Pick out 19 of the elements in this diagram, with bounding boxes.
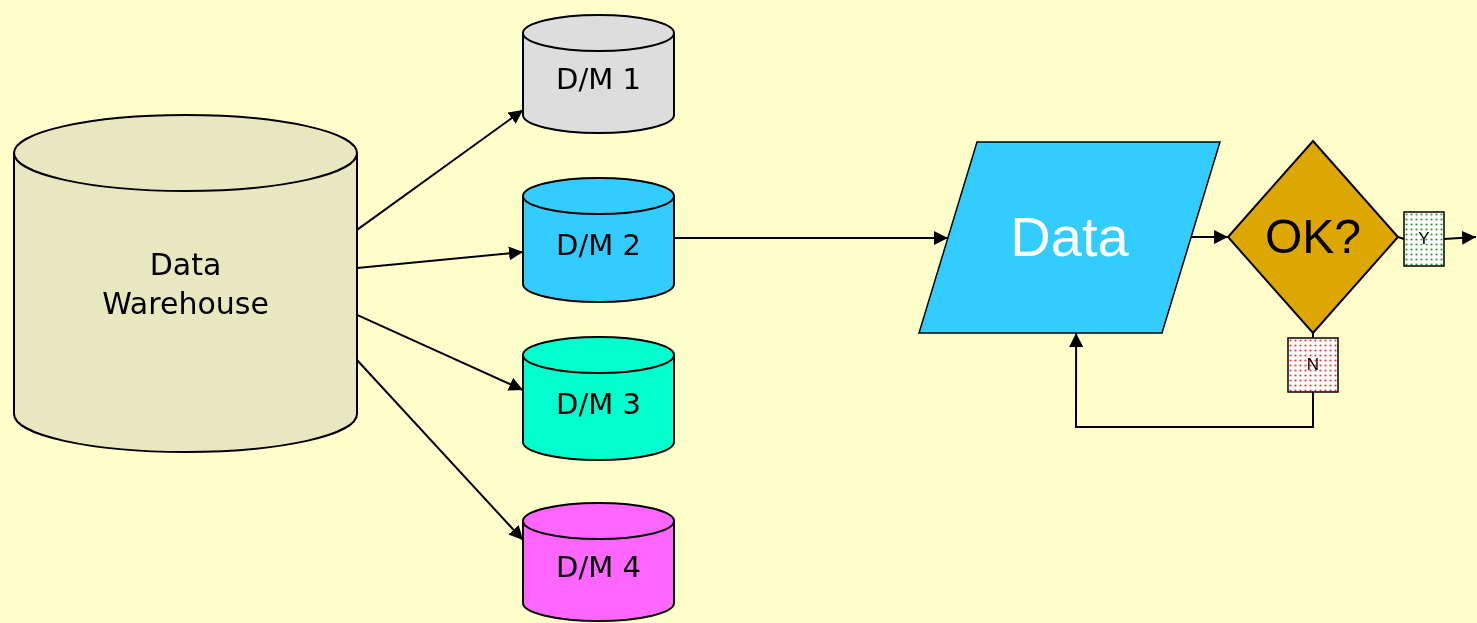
node-label: Y [1418,227,1430,250]
node-label: OK? [1264,208,1361,265]
node-label: D/M 1 [556,61,641,99]
node-label: D/M 2 [556,227,641,265]
node-label: Data [1010,204,1129,271]
database-cylinder [523,503,674,621]
node-label: D/M 4 [556,549,641,587]
decision-diamond [1228,141,1398,333]
node-label: D/M 3 [556,385,641,423]
node-label: N [1306,353,1320,376]
node-label: Data Warehouse [101,245,270,323]
database-cylinder [523,15,674,133]
database-cylinder [523,178,674,302]
arrow [1069,332,1314,428]
branch-label-box [1404,212,1444,266]
branch-label-box [1288,338,1338,392]
database-cylinder [523,337,674,460]
data-parallelogram [919,142,1220,333]
database-cylinder [14,115,357,452]
